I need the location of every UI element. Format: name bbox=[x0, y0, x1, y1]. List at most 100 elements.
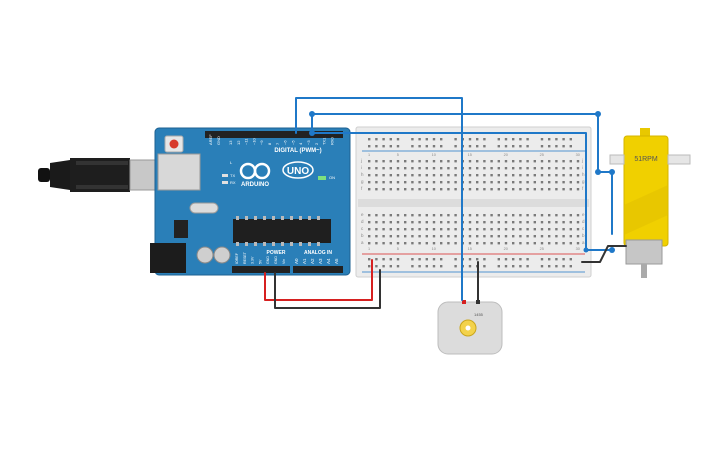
row-letter: a bbox=[582, 240, 585, 245]
capacitor bbox=[196, 246, 214, 264]
atmega-chip bbox=[233, 219, 331, 243]
analog-pin-label: A2 bbox=[310, 258, 315, 264]
power-pin-label: 3.3V bbox=[251, 256, 255, 264]
row-letter: g bbox=[582, 179, 585, 184]
analog-pin-label: A5 bbox=[334, 258, 339, 264]
digital-pin-label: 7 bbox=[275, 142, 280, 145]
power-pin-label: GND bbox=[274, 256, 278, 264]
row-letter: j bbox=[360, 158, 362, 163]
gear-motor[interactable]: 51RPM bbox=[609, 128, 691, 278]
wire-black-gear[interactable] bbox=[581, 245, 627, 263]
row-letter: a bbox=[361, 240, 364, 245]
wire-junctions bbox=[309, 111, 615, 253]
pin-label-gnd_label: GND bbox=[216, 136, 221, 145]
column-number: 25 bbox=[540, 247, 544, 251]
wire-black-gnd[interactable] bbox=[274, 269, 381, 309]
analog-pin-label: A4 bbox=[326, 258, 331, 264]
led-rx bbox=[222, 181, 228, 184]
regulator bbox=[174, 220, 188, 238]
row-letter: c bbox=[582, 226, 585, 231]
column-number: 10 bbox=[432, 153, 436, 157]
digital-pin-label: 4 bbox=[298, 142, 303, 145]
column-number: 5 bbox=[397, 247, 399, 251]
column-number: 20 bbox=[504, 247, 508, 251]
usb-cable bbox=[38, 158, 175, 192]
row-letter: h bbox=[582, 172, 585, 177]
digital-pin-label: RX0 bbox=[329, 136, 334, 145]
digital-label: DIGITAL (PWM~) bbox=[274, 148, 321, 154]
pin-label-aref_label: AREF bbox=[208, 134, 213, 145]
arduino-board[interactable]: DIGITAL (PWM~) ARDUINO UNO ON TX RX L PO… bbox=[150, 127, 351, 276]
dc-motor[interactable]: 1455 bbox=[437, 300, 503, 355]
power-pin-label: 5V bbox=[258, 259, 262, 264]
brand-label: ARDUINO bbox=[241, 182, 269, 188]
digital-pin-label: ~11 bbox=[244, 138, 249, 145]
row-letter: i bbox=[582, 165, 583, 170]
column-number: 30 bbox=[576, 153, 580, 157]
digital-pin-label: TX1 bbox=[322, 137, 327, 145]
row-letter: h bbox=[361, 172, 364, 177]
analog-pin-label: A1 bbox=[302, 258, 307, 264]
arduino-logo-icon bbox=[239, 162, 271, 180]
row-letter: j bbox=[581, 158, 583, 163]
power-label: POWER bbox=[267, 250, 286, 256]
row-letter: d bbox=[361, 219, 364, 224]
column-number: 20 bbox=[504, 153, 508, 157]
row-letter: b bbox=[582, 233, 585, 238]
analog-label: ANALOG IN bbox=[304, 250, 332, 256]
digital-pin-label: 2 bbox=[314, 142, 319, 145]
row-letter: b bbox=[361, 233, 364, 238]
digital-header bbox=[205, 131, 343, 138]
power-pin-label: RESET bbox=[243, 251, 247, 264]
gear-motor-label: 51RPM bbox=[634, 156, 658, 163]
row-letter: f bbox=[361, 186, 363, 191]
rx-label: RX bbox=[230, 180, 236, 185]
on-label: ON bbox=[329, 175, 335, 180]
column-number: 10 bbox=[432, 247, 436, 251]
row-letter: f bbox=[582, 186, 584, 191]
row-letter: g bbox=[361, 179, 364, 184]
led-on bbox=[318, 176, 326, 180]
digital-pin-label: ~10 bbox=[251, 137, 256, 145]
digital-pin-label: ~3 bbox=[306, 140, 311, 145]
digital-pin-label: 12 bbox=[236, 140, 241, 145]
wire-blue-motor[interactable] bbox=[295, 97, 463, 301]
analog-pin-label: A0 bbox=[294, 258, 299, 264]
analog-pin-label: A3 bbox=[318, 258, 323, 264]
digital-pin-label: ~6 bbox=[283, 140, 288, 145]
l-label: L bbox=[230, 160, 233, 165]
row-letter: c bbox=[361, 226, 364, 231]
column-number: 1 bbox=[368, 247, 370, 251]
crystal bbox=[189, 202, 219, 214]
row-letter: d bbox=[582, 219, 585, 224]
column-number: 15 bbox=[468, 153, 472, 157]
power-pin-label: IOREF bbox=[235, 252, 239, 264]
digital-pin-label: ~5 bbox=[290, 140, 295, 145]
wire-blue-gear[interactable] bbox=[311, 113, 613, 235]
column-number: 25 bbox=[540, 153, 544, 157]
wires bbox=[264, 97, 627, 309]
wire-red-5v[interactable] bbox=[264, 259, 373, 301]
analog-header bbox=[293, 266, 343, 273]
column-number: 30 bbox=[576, 247, 580, 251]
column-number: 5 bbox=[397, 153, 399, 157]
power-pin-label: Vin bbox=[282, 259, 286, 264]
row-letter: i bbox=[361, 165, 362, 170]
power-jack bbox=[150, 243, 186, 273]
usb-port bbox=[157, 153, 201, 191]
row-letter: e bbox=[582, 212, 585, 217]
model-label: UNO bbox=[287, 166, 309, 177]
digital-pin-label: 13 bbox=[228, 140, 233, 145]
column-number: 1 bbox=[368, 153, 370, 157]
power-header bbox=[232, 266, 290, 273]
led-tx bbox=[222, 174, 228, 177]
wire-blue-bb[interactable] bbox=[311, 132, 613, 251]
dc-motor-label: 1455 bbox=[474, 312, 484, 317]
capacitor bbox=[213, 246, 231, 264]
row-letter: e bbox=[361, 212, 364, 217]
